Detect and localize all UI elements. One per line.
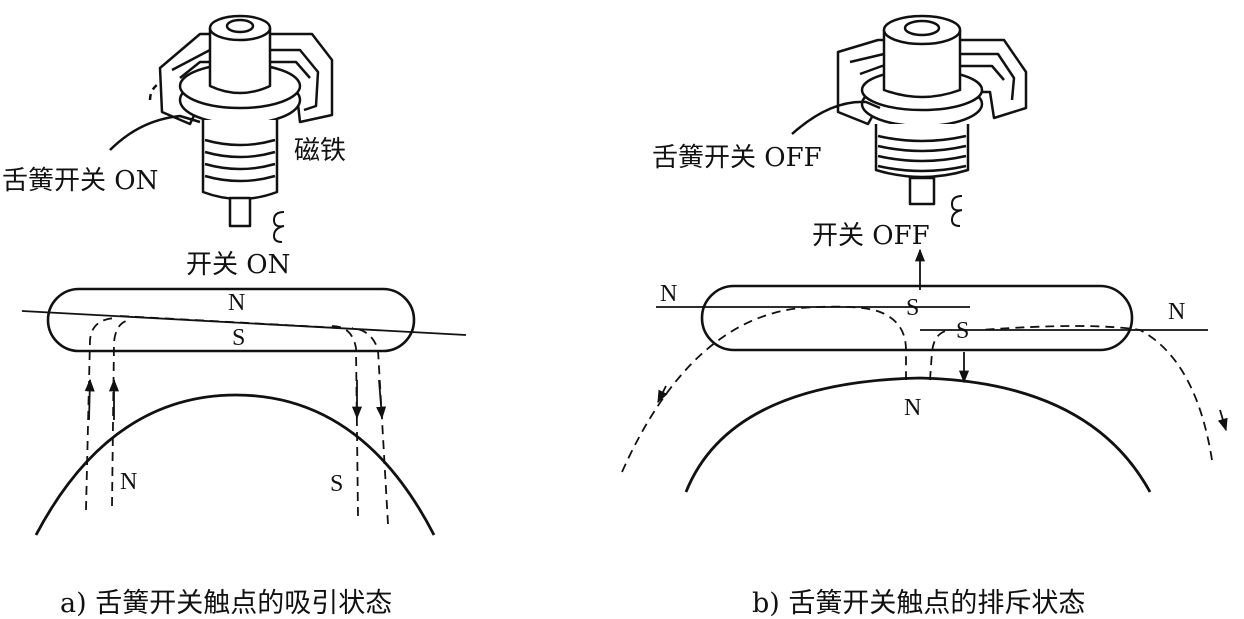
panel-a-switch-label: 开关 ON [186, 250, 291, 280]
panel-b-switch-label: 开关 OFF [812, 221, 930, 251]
panel-b-cable [791, 100, 881, 135]
panel-b-pole-s-lower: S [956, 318, 970, 344]
panel-b-reed-tube [700, 284, 1134, 352]
panel-a-rotation-icon [272, 211, 285, 243]
panel-a-pole-right-s: S [330, 471, 344, 497]
panel-b-pole-left-n: N [660, 281, 678, 307]
panel-a-cable [109, 114, 201, 151]
panel-a-reed-switch-sensor [109, 14, 334, 228]
panel-a-field-lines [85, 317, 389, 525]
panel-b-rotation-icon [950, 195, 963, 227]
panel-a-reed-switch-label: 舌簧开关 ON [2, 166, 159, 196]
panel-a-magnet-label: 磁铁 [294, 136, 347, 166]
panel-a-pole-top-s: S [232, 325, 246, 351]
panel-a-reed-tube [46, 287, 416, 353]
panel-b-pole-bottom-n: N [904, 395, 922, 421]
panel-b-pole-s-upper: S [906, 295, 920, 321]
panel-b-field-lines [621, 305, 1213, 473]
panel-a-caption: a) 舌簧开关触点的吸引状态 [60, 588, 393, 619]
panel-a-magnet-arc [34, 393, 436, 536]
panel-b-pole-right-n: N [1168, 299, 1186, 325]
panel-b-caption: b) 舌簧开关触点的排斥状态 [752, 588, 1086, 619]
panel-b-reed-switch-label: 舌簧开关 OFF [652, 143, 822, 173]
panel-b-magnet-arc [684, 376, 1152, 493]
panel-a-pole-left-n: N [120, 469, 138, 495]
panel-a-pole-top-n: N [228, 290, 246, 316]
panel-b-reed-switch-sensor [791, 14, 1028, 206]
